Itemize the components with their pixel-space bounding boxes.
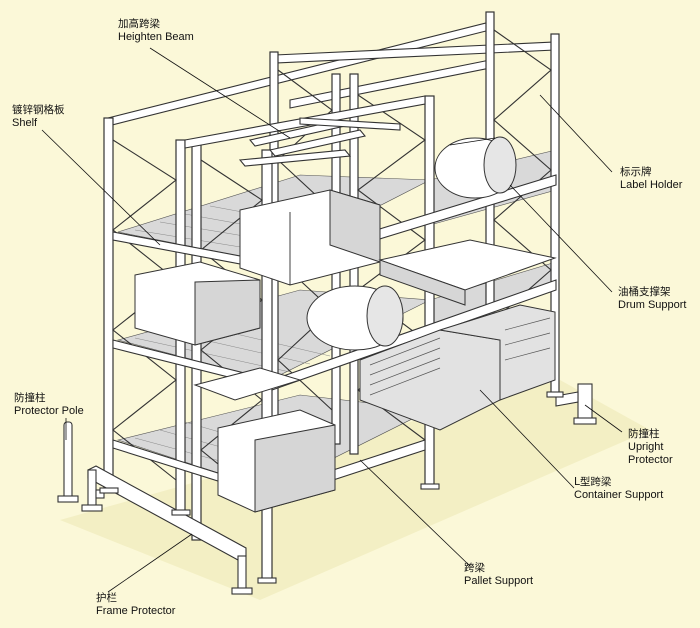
label-label-holder: 标示牌 Label Holder — [620, 166, 682, 192]
drum-middle — [306, 285, 404, 351]
label-protector-pole: 防撞柱 Protector Pole — [14, 392, 84, 418]
label-container-support-zh: L型跨梁 — [574, 476, 612, 488]
label-upright-protector-zh: 防撞柱 — [628, 428, 660, 440]
label-drum-support-zh: 油桶支撑架 — [618, 286, 671, 298]
label-container-support-en: Container Support — [574, 489, 664, 501]
box-middle-left — [134, 261, 261, 346]
upright-protector-art — [555, 383, 597, 425]
box-bottom — [217, 409, 336, 513]
label-frame-protector-zh: 护栏 — [96, 592, 117, 604]
label-frame-protector: 护栏 Frame Protector — [96, 592, 175, 618]
drum-top — [434, 136, 517, 199]
label-container-support: L型跨梁 Container Support — [574, 476, 663, 502]
container-right — [378, 239, 557, 306]
label-pallet-support: 跨梁 Pallet Support — [464, 562, 533, 588]
label-shelf-zh: 镀锌钢格板 — [12, 104, 65, 116]
label-pallet-support-zh: 跨梁 — [464, 562, 485, 574]
label-shelf: 镀锌钢格板 Shelf — [12, 104, 65, 130]
label-drum-support: 油桶支撑架 Drum Support — [618, 286, 686, 312]
label-upright-protector: 防撞柱 Upright Protector — [628, 428, 673, 467]
label-protector-pole-en: Protector Pole — [14, 405, 84, 417]
label-protector-pole-zh: 防撞柱 — [14, 392, 46, 404]
label-drum-support-en: Drum Support — [618, 299, 687, 311]
base-plates — [99, 391, 564, 584]
leader-lines — [41, 47, 623, 593]
pallet-bottom — [193, 367, 302, 401]
label-frame-protector-en: Frame Protector — [96, 605, 176, 617]
protector-pole-art — [57, 421, 79, 503]
label-heighten-beam-en: Heighten Beam — [118, 31, 194, 43]
label-upright-protector-en1: Upright — [628, 441, 664, 453]
label-heighten-beam: 加高跨梁 Heighten Beam — [118, 18, 194, 44]
label-heighten-beam-zh: 加高跨梁 — [118, 18, 160, 30]
wire-cages — [359, 304, 556, 431]
label-label-holder-en: Label Holder — [620, 179, 683, 191]
label-label-holder-zh: 标示牌 — [620, 166, 652, 178]
label-shelf-en: Shelf — [12, 117, 38, 129]
heighten-beams — [238, 117, 401, 167]
frame-protector-art — [81, 465, 253, 595]
floor-area — [60, 380, 650, 600]
label-pallet-support-en: Pallet Support — [464, 575, 534, 587]
label-upright-protector-en2: Protector — [628, 454, 673, 466]
